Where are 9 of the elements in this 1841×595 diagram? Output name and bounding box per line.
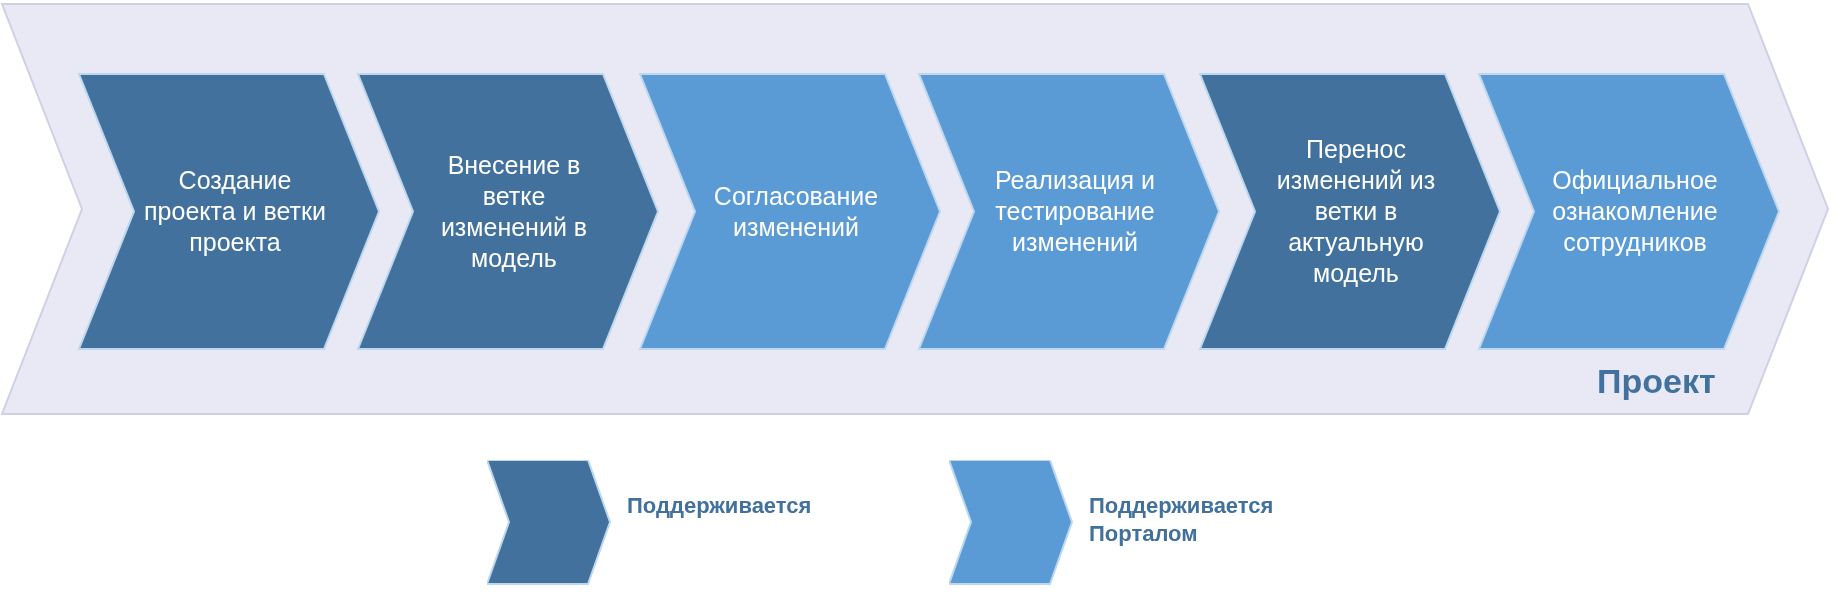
legend-text: Поддерживается Порталом: [1089, 492, 1275, 548]
legend-text: Поддерживается: [627, 492, 813, 520]
step-label: Согласование изменений: [712, 180, 880, 243]
step-label: Официальное ознакомление сотрудников: [1551, 165, 1719, 258]
group-title: Проект: [1597, 362, 1716, 401]
step-label: Внесение в ветке изменений в модель: [439, 149, 589, 274]
step-label: Перенос изменений из ветки в актуальную модель: [1275, 134, 1437, 289]
step-label: Реализация и тестирование изменений: [993, 165, 1156, 258]
step-label: Создание проекта и ветки проекта: [143, 165, 327, 258]
